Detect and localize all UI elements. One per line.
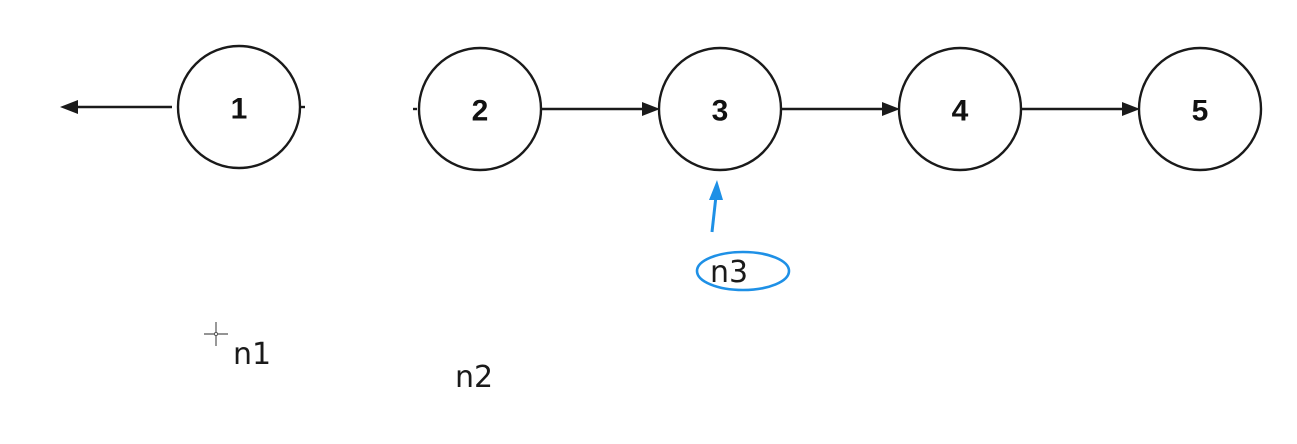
node-5-label: 5 [1192,95,1209,128]
node-3: 3 [657,46,783,172]
node-4: 4 [897,46,1023,172]
edge-3-to-4 [781,102,900,116]
node-4-label: 4 [952,95,969,128]
node-1: 1 [176,44,302,170]
edge-1-to-null [60,100,172,114]
pointer-n3-highlight-ring [695,250,791,292]
node-5: 5 [1137,46,1263,172]
pointer-n1: n1 [204,322,271,372]
edge-2-to-3 [541,102,660,116]
pointer-n3-arrow-shaft [710,195,718,233]
crosshair-cursor-icon [204,322,228,346]
pointer-n1-label: n1 [233,337,271,372]
pointer-n2-label: n2 [455,360,493,395]
node-1-label: 1 [231,93,248,126]
edge-4-to-5 [1021,102,1140,116]
pointer-n3-label: n3 [710,255,748,290]
node-2-label: 2 [472,95,489,128]
pointer-n2: n2 [455,360,493,395]
pointer-n3-arrowhead [709,180,723,200]
node-2: 2 [417,46,543,172]
node-3-label: 3 [712,95,729,128]
pointer-n3: n3 [695,180,791,292]
